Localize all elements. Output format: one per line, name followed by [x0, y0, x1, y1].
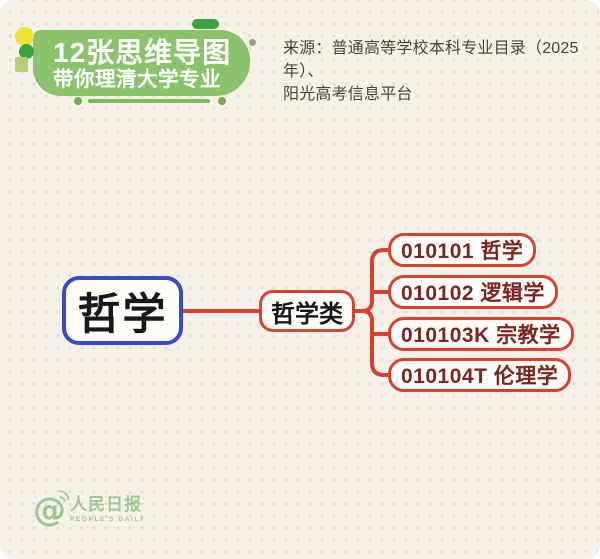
- peoples-daily-logo: @ 人民日报 PEOPLE'S DAILY: [33, 490, 146, 528]
- title-badge: 12张思维导图 带你理清大学专业: [33, 30, 250, 96]
- badge-title-line1: 12张思维导图: [53, 37, 232, 68]
- source-text: 来源：普通高等学校本科专业目录（2025年）、 阳光高考信息平台: [283, 37, 600, 106]
- green-circle-decoration: [19, 44, 34, 59]
- side-dot-decoration: [249, 39, 256, 46]
- source-line1: 来源：普通高等学校本科专业目录（2025年）、: [283, 40, 579, 80]
- green-square-decoration: [15, 57, 28, 72]
- green-pill-decoration: [192, 19, 219, 29]
- underline-left-dot: [74, 97, 82, 105]
- major-node-3: 010103K 宗教学: [388, 317, 574, 351]
- logo-subtitle: PEOPLE'S DAILY: [70, 516, 146, 523]
- logo-text: 人民日报 PEOPLE'S DAILY: [70, 492, 146, 524]
- major-node-1: 010101 哲学: [388, 233, 537, 267]
- category-node-philosophy-class: 哲学类: [259, 290, 355, 332]
- major-node-4: 010104T 伦理学: [388, 358, 572, 392]
- signal-waves-icon: [59, 490, 70, 502]
- yellow-circle-decoration: [15, 27, 34, 46]
- underline-right-dot: [218, 97, 226, 105]
- source-line2: 阳光高考信息平台: [283, 86, 413, 103]
- badge-title-line2: 带你理清大学专业: [53, 68, 221, 91]
- root-node-philosophy: 哲学: [62, 276, 183, 345]
- at-megaphone-icon: @: [33, 490, 70, 528]
- major-node-2: 010102 逻辑学: [388, 275, 558, 309]
- logo-name: 人民日报: [70, 495, 142, 514]
- badge-underline-decoration: [88, 99, 210, 103]
